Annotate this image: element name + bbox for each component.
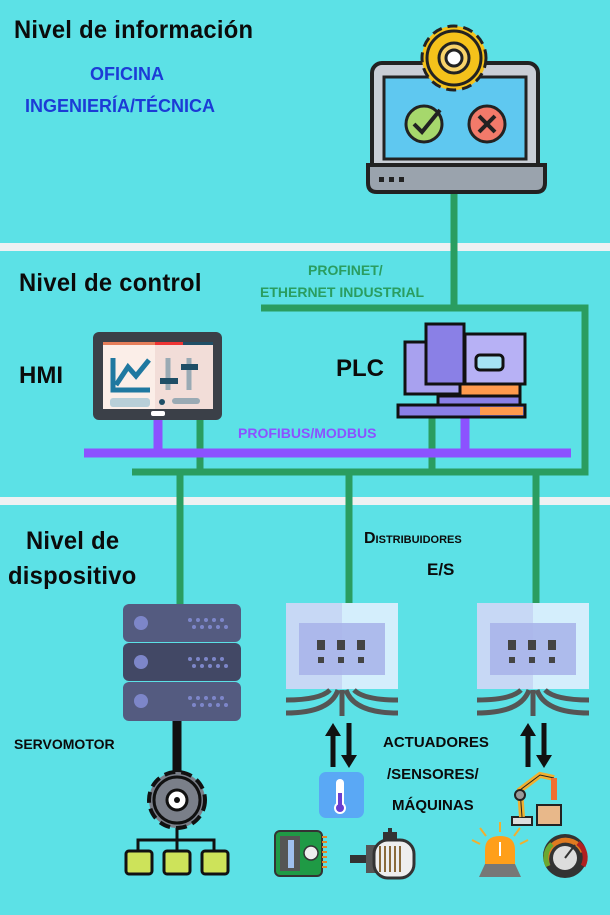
- laptop-icon: [366, 24, 547, 194]
- information-level-title: Nivel de información: [14, 16, 254, 44]
- profinet-label: PROFINET/: [308, 262, 383, 278]
- robot-arm-icon: [511, 771, 562, 826]
- level-divider: [0, 243, 610, 251]
- bidirectional-arrow-icon: [520, 723, 552, 768]
- device-level-title-line2: dispositivo: [8, 562, 137, 590]
- machines-label: MÁQUINAS: [392, 797, 474, 814]
- pressure-gauge-icon: [543, 834, 588, 878]
- hmi-panel-icon: [93, 332, 222, 420]
- electric-motor-icon: [350, 828, 416, 880]
- device-level-title-line1: Nivel de: [26, 527, 120, 555]
- servomotor-label: SERVOMOTOR: [14, 736, 115, 752]
- fieldbus-label: PROFIBUS/MODBUS: [238, 425, 377, 441]
- thermometer-icon: [319, 772, 364, 818]
- circuit-board-icon: [274, 830, 327, 877]
- bidirectional-arrow-icon: [325, 723, 357, 768]
- sensors-label: /SENSORES/: [387, 766, 479, 783]
- level-divider: [0, 497, 610, 505]
- control-level-title: Nivel de control: [19, 269, 202, 297]
- close-icon: [467, 104, 507, 144]
- io-distributor-icon: [285, 603, 399, 716]
- warning-beacon-icon: [471, 822, 529, 877]
- io-label: E/S: [427, 560, 455, 579]
- plc-icon: [396, 322, 527, 419]
- ethernet-network: [132, 192, 589, 604]
- industrial-ethernet-label: ETHERNET INDUSTRIAL: [260, 284, 425, 300]
- fieldbus-network: [84, 416, 571, 458]
- servomotor-gear-icon: [124, 770, 230, 876]
- hmi-label: HMI: [19, 362, 63, 389]
- distributors-label: Distribuidores: [364, 530, 462, 547]
- engineering-label: INGENIERÍA/TÉCNICA: [25, 96, 216, 116]
- gear-icon: [420, 24, 488, 92]
- server-icon: [123, 604, 241, 721]
- actuators-label: ACTUADORES: [383, 734, 489, 751]
- office-label: OFICINA: [90, 64, 164, 84]
- io-distributor-icon: [476, 603, 590, 716]
- plc-label: PLC: [336, 355, 384, 382]
- check-icon: [404, 104, 444, 144]
